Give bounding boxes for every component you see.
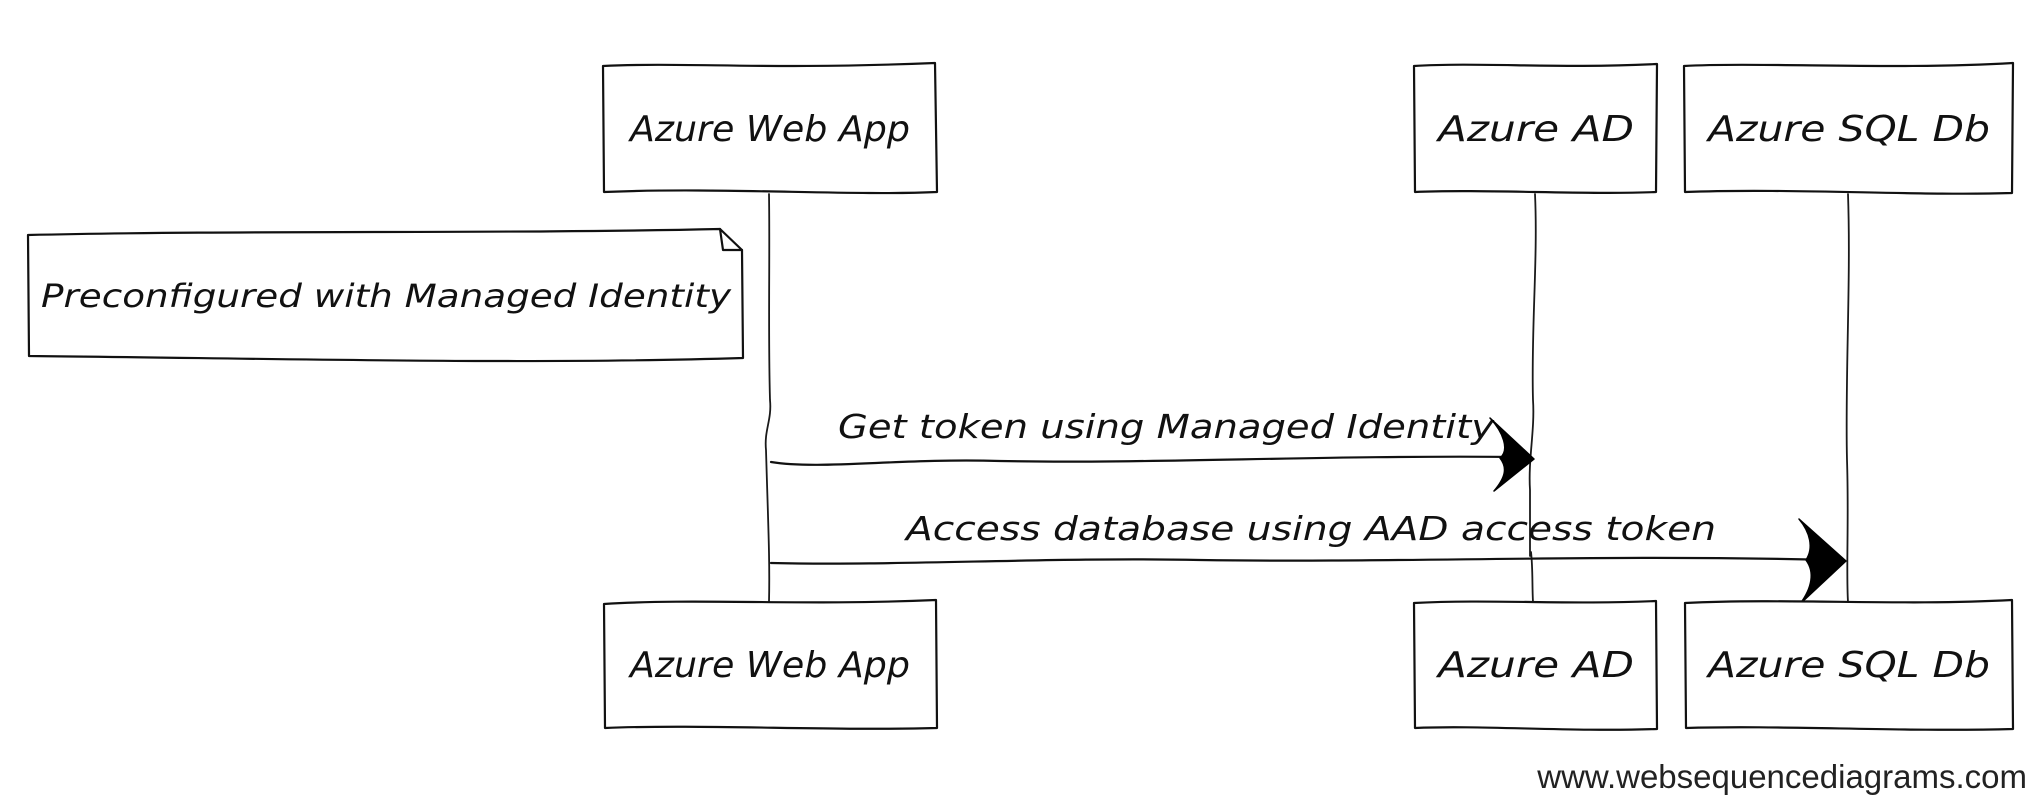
participant-bottom-sqldb: Azure SQL Db (1683, 598, 2015, 731)
participant-bottom-aad: Azure AD (1412, 599, 1659, 731)
participant-label: Azure AD (1436, 109, 1634, 150)
message-arrow-line (769, 556, 1832, 565)
arrowhead-icon (1798, 518, 1847, 605)
note-text: Preconfigured with Managed Identity (41, 277, 732, 315)
participant-label: Azure SQL Db (1706, 109, 1990, 150)
participant-top-aad: Azure AD (1412, 62, 1659, 194)
participant-label: Azure SQL Db (1706, 645, 1990, 686)
message-label: Access database using AAD access token (904, 509, 1716, 548)
participant-label: Azure Web App (628, 109, 910, 150)
lifeline-webapp (764, 193, 772, 603)
lifeline-sqldb (1845, 193, 1850, 603)
watermark-text: www.websequencediagrams.com (1537, 758, 2027, 795)
participant-top-webapp: Azure Web App (601, 61, 939, 195)
message-arrow-line (769, 455, 1522, 466)
lifeline-aad-lower (1530, 551, 1534, 603)
arrowhead-icon (1489, 417, 1535, 492)
message-access-database: Access database using AAD access token (769, 509, 1847, 605)
note-box: Preconfigured with Managed Identity (26, 227, 745, 363)
lifeline-aad (1528, 193, 1537, 557)
participant-label: Azure Web App (628, 645, 910, 686)
participant-label: Azure AD (1436, 645, 1634, 686)
participant-top-sqldb: Azure SQL Db (1682, 61, 2015, 195)
message-label: Get token using Managed Identity (838, 407, 1495, 446)
message-get-token: Get token using Managed Identity (769, 407, 1535, 492)
participant-bottom-webapp: Azure Web App (602, 598, 939, 730)
